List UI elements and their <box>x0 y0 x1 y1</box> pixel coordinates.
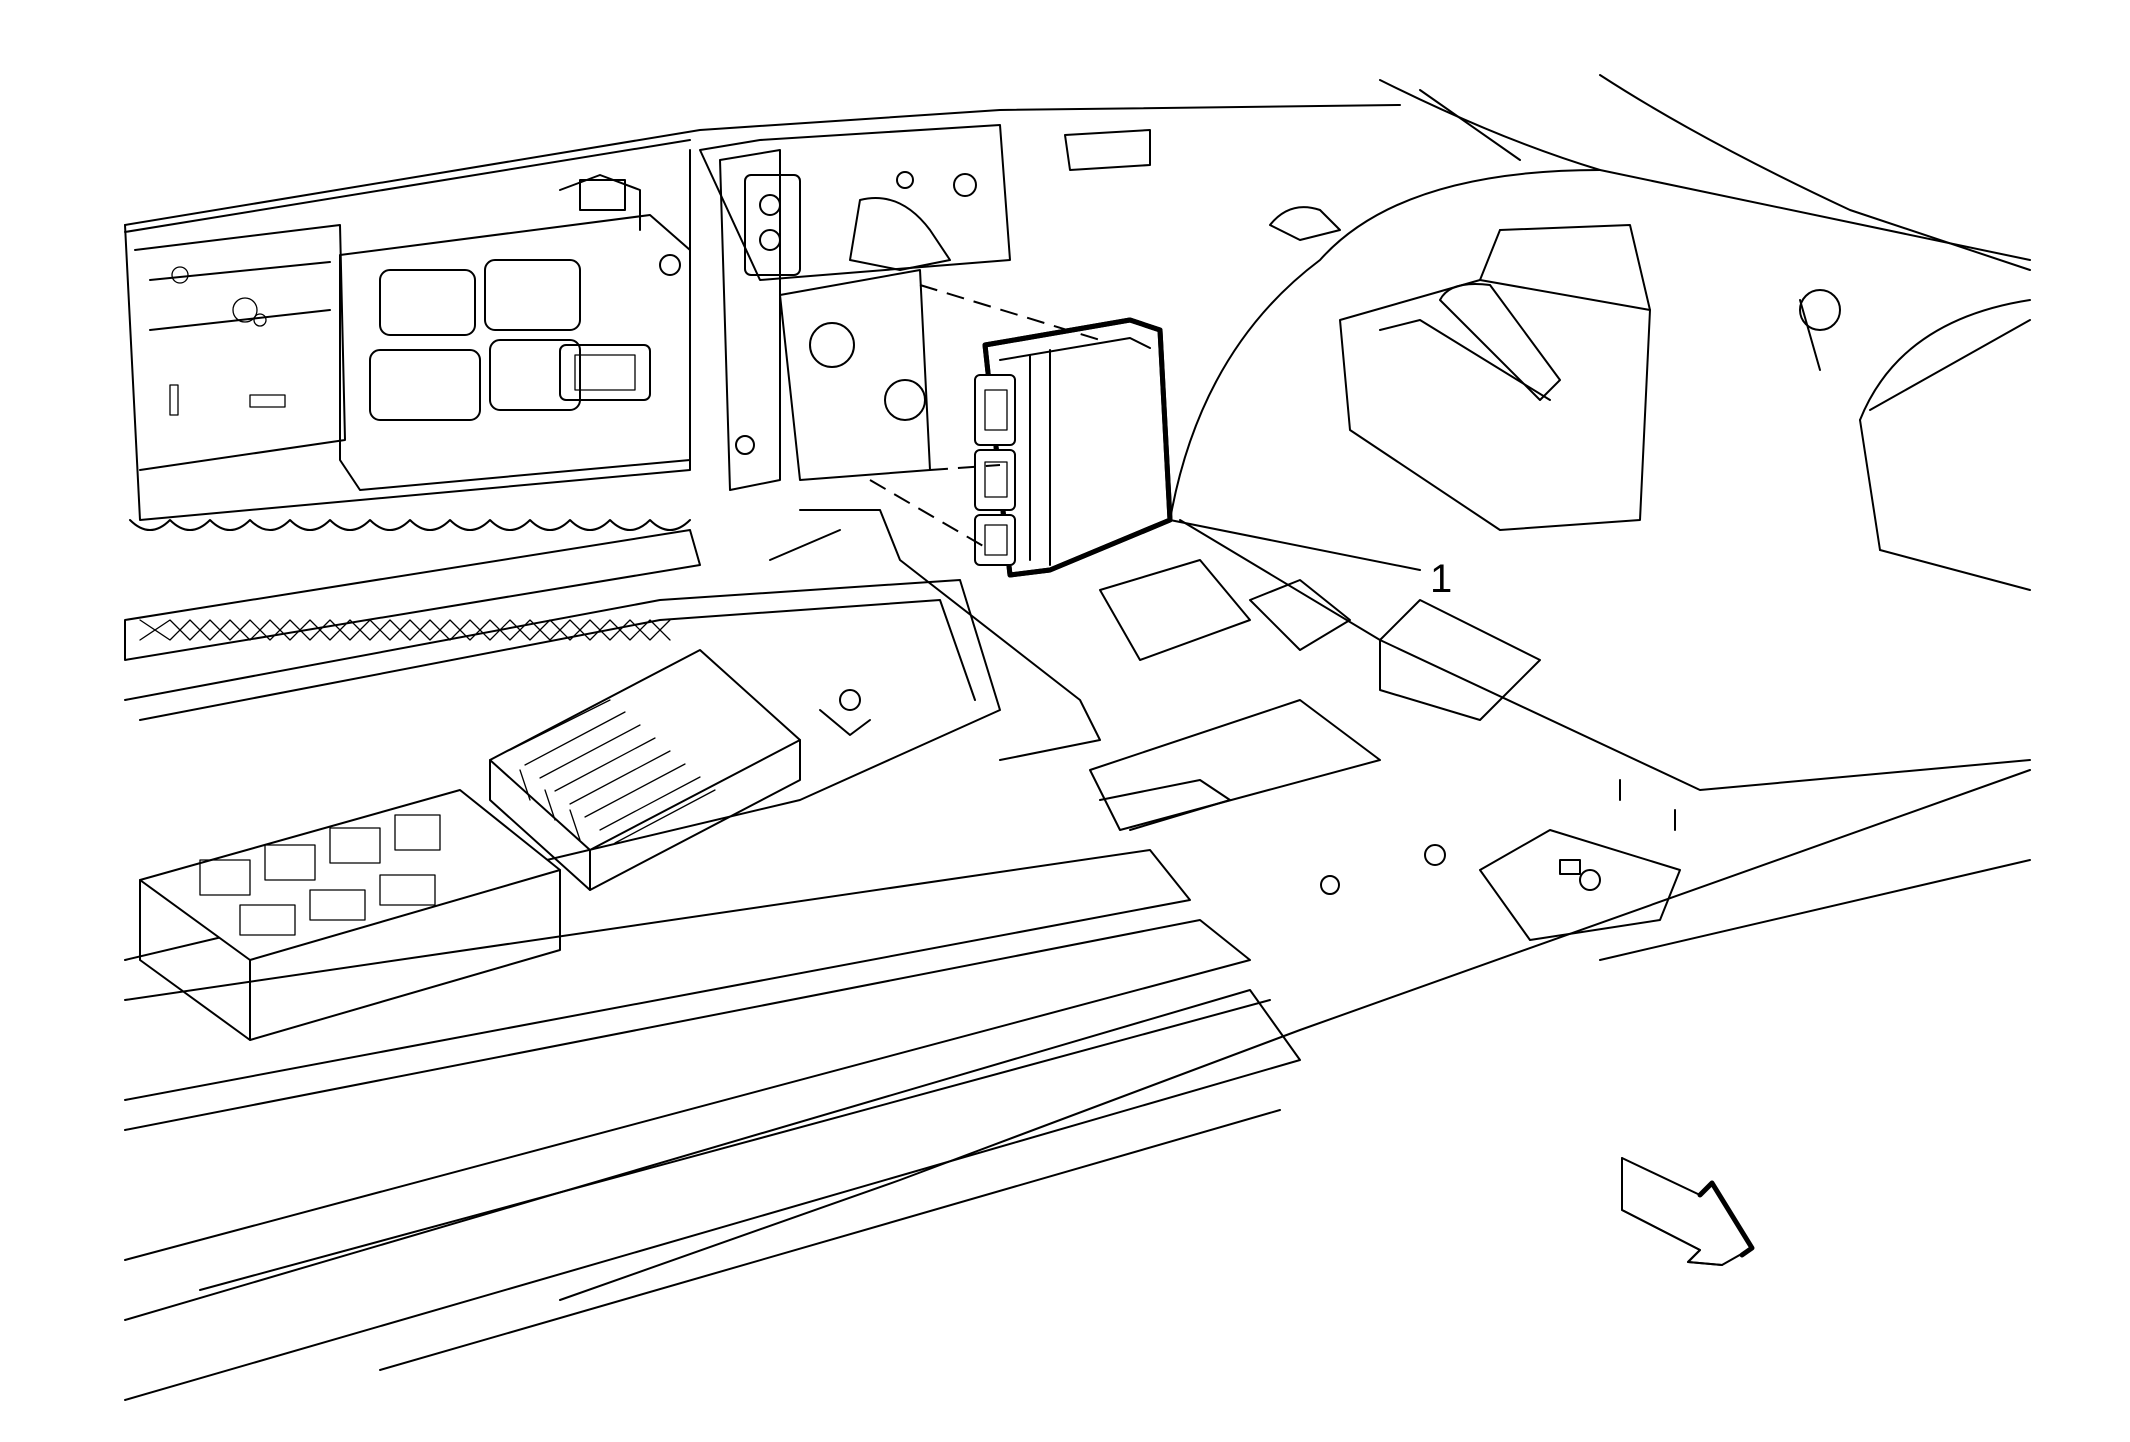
floor-panel <box>819 559 1681 941</box>
upper-left-module-assembly <box>124 149 691 531</box>
fuse-relay-block <box>139 789 561 1041</box>
arrow-forward-icon <box>1621 1157 1755 1266</box>
callout-1: 1 <box>1169 519 1452 601</box>
vent-strip <box>124 529 701 661</box>
control-module <box>974 317 1173 578</box>
callout-label-1: 1 <box>1430 557 1452 601</box>
callout-leader-line <box>1169 519 1421 571</box>
alignment-guides <box>869 284 1101 551</box>
trunk-latch-assembly <box>699 124 1151 281</box>
right-quarter-panel <box>1169 169 2031 591</box>
amplifier-module <box>489 649 801 891</box>
trunk-well-tray <box>124 579 1301 1401</box>
trunk-body-outline <box>124 74 2031 1301</box>
